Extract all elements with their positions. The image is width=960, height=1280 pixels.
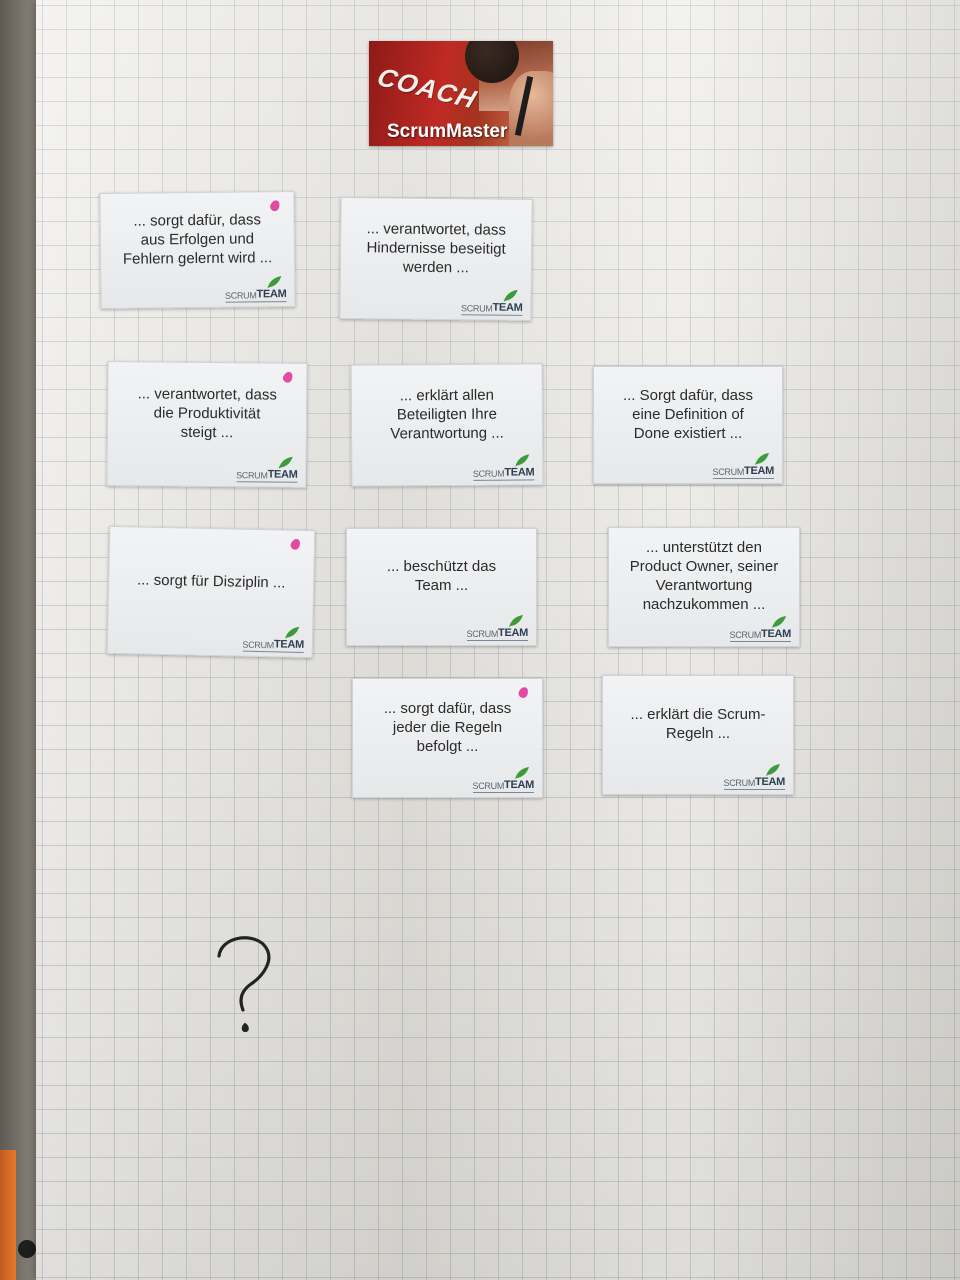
photo-person-head (465, 41, 519, 83)
leaf-icon (278, 456, 293, 469)
card-text: ... unterstützt den Product Owner, seine… (629, 539, 779, 613)
card-text: ... sorgt dafür, dass jeder die Regeln b… (383, 699, 512, 755)
logo-underline (472, 479, 535, 481)
card-text: ... erklärt allen Beteiligten Ihre Veran… (390, 386, 504, 442)
logo-underline (729, 641, 791, 642)
logo-team-text: TEAM (744, 465, 774, 477)
card-text: ... erklärt die Scrum- Regeln ... (630, 706, 766, 742)
logo-scrum-text: SCRUM (460, 303, 493, 314)
logo-underline (242, 650, 304, 653)
logo-scrum-text: SCRUM (472, 781, 505, 791)
card-text: ... verantwortet, dass die Produktivität… (137, 385, 277, 442)
logo-team-text: TEAM (498, 627, 528, 639)
board-magnet (18, 1240, 36, 1258)
logo-underline (712, 478, 774, 479)
scrummaster-photo-card: COACH ScrumMaster (369, 41, 553, 146)
logo-scrum-text: SCRUM (236, 470, 268, 481)
logo-team-text: TEAM (504, 466, 535, 479)
logo-scrum-text: SCRUM (723, 778, 756, 788)
logo-team-text: TEAM (492, 301, 523, 314)
card-text: ... beschützt das Team ... (386, 558, 497, 594)
logo-scrum-text: SCRUM (242, 639, 275, 651)
handwritten-question-mark: ? (217, 936, 271, 1033)
statement-card: ... erklärt allen Beteiligten Ihre Veran… (350, 363, 544, 487)
logo-underline (466, 640, 528, 641)
logo-team-text: TEAM (256, 288, 287, 301)
logo-underline (236, 481, 298, 483)
logo-scrum-text: SCRUM (466, 629, 499, 639)
orange-board-edge (0, 1150, 16, 1280)
leaf-icon (772, 616, 786, 628)
card-text: ... verantwortet, dass Hindernisse besei… (366, 219, 507, 276)
logo-team-text: TEAM (273, 638, 305, 651)
scrummaster-title: ScrumMaster (387, 121, 508, 142)
logo-underline (460, 314, 523, 316)
leaf-icon (285, 626, 300, 639)
statement-card: ... unterstützt den Product Owner, seine… (608, 527, 800, 647)
card-text: ... sorgt dafür, dass aus Erfolgen und F… (122, 210, 273, 268)
logo-team-text: TEAM (267, 468, 298, 481)
logo-team-text: TEAM (761, 628, 791, 640)
logo-scrum-text: SCRUM (472, 468, 505, 479)
leaf-icon (267, 276, 282, 289)
leaf-icon (766, 764, 780, 776)
logo-underline (472, 792, 534, 793)
logo-team-text: TEAM (755, 776, 785, 788)
logo-scrum-text: SCRUM (729, 630, 762, 640)
leaf-icon (503, 289, 518, 302)
leaf-icon (509, 615, 523, 627)
statement-card: ... sorgt dafür, dass jeder die Regeln b… (352, 678, 543, 798)
card-text: ... Sorgt dafür, dass eine Definition of… (622, 386, 754, 442)
coach-shirt-text: COACH (373, 61, 482, 115)
leaf-icon (515, 454, 530, 467)
leaf-icon (755, 453, 769, 465)
logo-underline (723, 789, 785, 790)
card-text: ... sorgt für Disziplin ... (136, 570, 286, 592)
logo-underline (225, 301, 287, 303)
statement-card: ... sorgt dafür, dass aus Erfolgen und F… (99, 190, 296, 310)
statement-card: ... Sorgt dafür, dass eine Definition of… (593, 366, 783, 484)
leaf-icon (515, 767, 529, 779)
statement-card: ... verantwortet, dass Hindernisse besei… (339, 196, 533, 322)
logo-team-text: TEAM (504, 779, 534, 791)
logo-scrum-text: SCRUM (224, 290, 257, 301)
statement-card: ... verantwortet, dass die Produktivität… (106, 361, 308, 488)
logo-scrum-text: SCRUM (712, 467, 745, 477)
